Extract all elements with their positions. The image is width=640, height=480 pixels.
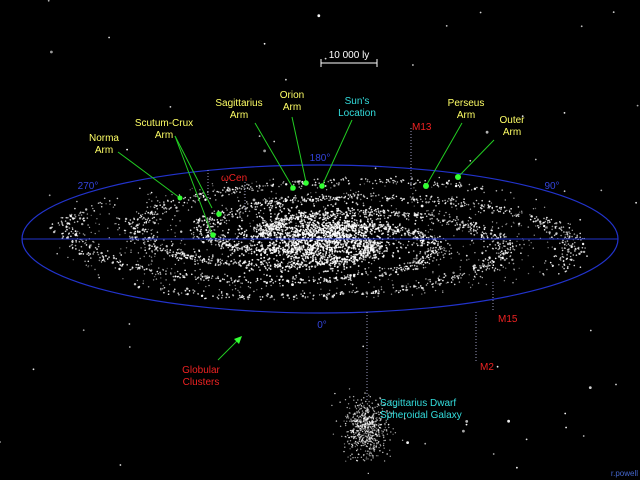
arm-pointer-lines <box>117 116 495 361</box>
sun-dot <box>319 183 325 189</box>
m2-label: M2 <box>480 362 494 373</box>
longitude-180: 180° <box>310 153 331 164</box>
longitude-90: 90° <box>544 181 559 192</box>
perseus-dot <box>423 183 429 189</box>
perseus-pointer-line <box>425 122 463 187</box>
longitude-0: 0° <box>317 320 327 331</box>
scale-bar: 10 000 ly <box>320 50 378 67</box>
globular-arrowhead <box>234 336 242 344</box>
outer-pointer-line <box>457 139 495 178</box>
sagittarius-dwarf-stars <box>331 388 404 475</box>
m15-label: M15 <box>498 314 518 325</box>
orion-pointer-line <box>291 116 307 183</box>
scutum-pointer-line <box>174 135 213 209</box>
credit-text: r.powell <box>611 469 638 478</box>
norma-pointer-line <box>117 151 181 199</box>
sagittarius-pointer-line <box>254 122 294 189</box>
cluster-drop-lines <box>207 128 494 400</box>
cluster-labels: ωCen M13 M15 M2 <box>221 122 518 373</box>
longitude-labels: 270° 180° 90° 0° <box>78 153 560 331</box>
scutum-dot-2 <box>210 232 216 238</box>
scutum-dot <box>216 211 222 217</box>
outer-dot <box>455 174 461 180</box>
sun-pointer-line <box>321 119 353 187</box>
longitude-270: 270° <box>78 181 99 192</box>
globular-pointer-line <box>217 337 241 361</box>
m13-label: M13 <box>412 122 432 133</box>
scutum-pointer-line-2 <box>174 135 213 235</box>
omega-cen-label: ωCen <box>221 173 247 184</box>
norma-dot <box>177 195 183 201</box>
sagittarius-dot <box>290 185 296 191</box>
galaxy-disc-stars <box>49 175 588 301</box>
orion-dot <box>303 180 309 186</box>
arm-pointer-dots <box>177 174 461 344</box>
scale-bar-label: 10 000 ly <box>329 50 370 61</box>
